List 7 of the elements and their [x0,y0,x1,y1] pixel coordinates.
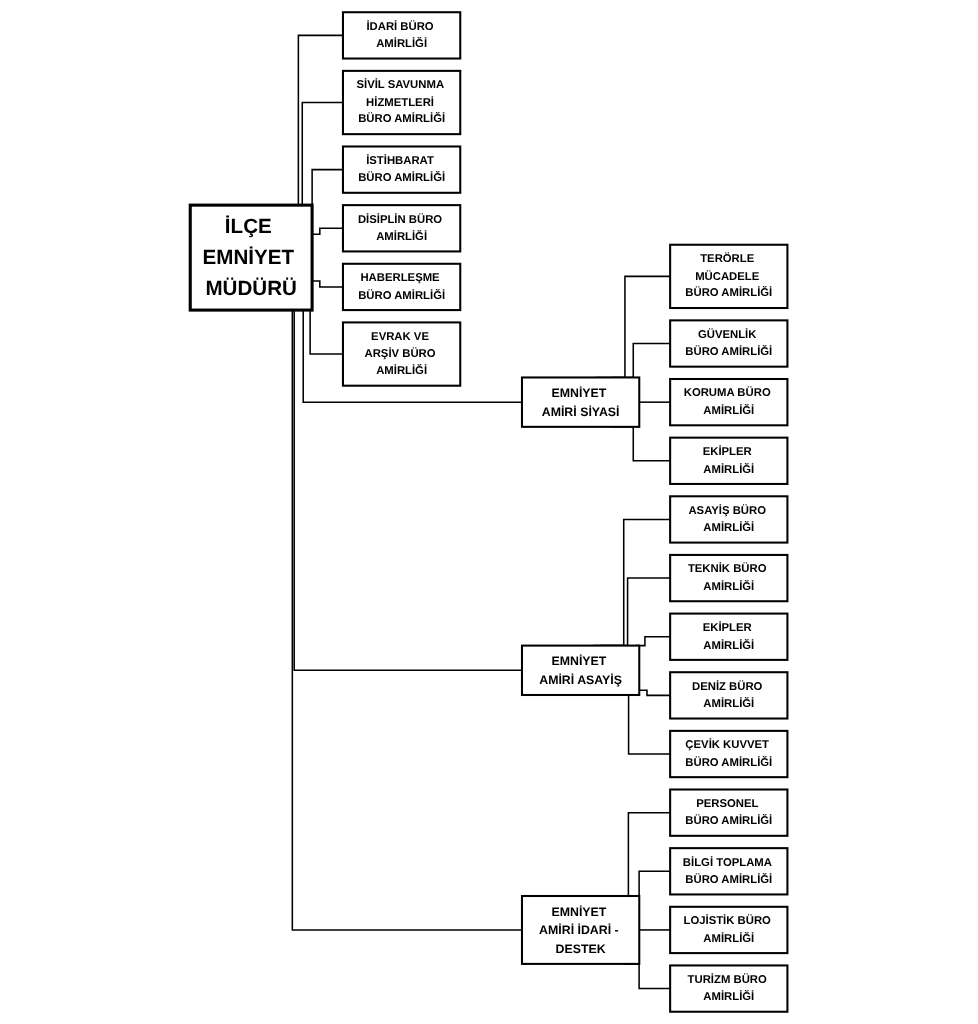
node-box: İLÇE EMNİYET MÜDÜRÜ [188,203,314,312]
connector [634,635,672,647]
connector [638,401,672,403]
connector [311,280,344,288]
connector [311,227,344,235]
connector [638,929,672,931]
connector [638,689,672,697]
